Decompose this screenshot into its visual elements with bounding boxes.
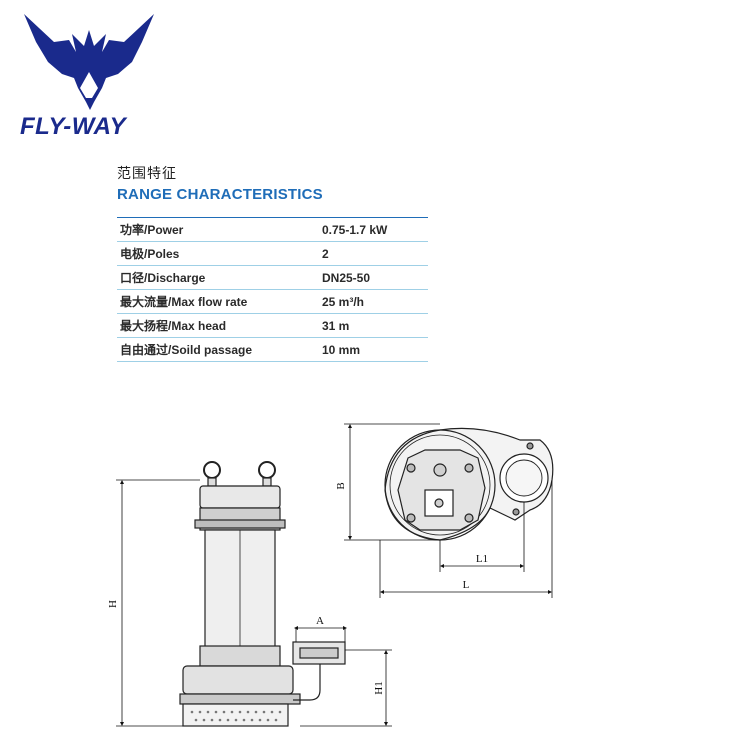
section-title-en: RANGE CHARACTERISTICS <box>117 186 323 203</box>
dim-label-b: B <box>335 482 347 489</box>
spec-label: 最大流量/Max flow rate <box>120 295 248 309</box>
spec-value: 2 <box>322 246 329 261</box>
spec-table: 功率/Power 0.75-1.7 kW 电极/Poles 2 口径/Disch… <box>117 217 428 362</box>
spec-row: 最大扬程/Max head 31 m <box>117 314 428 338</box>
dim-label-h1: H1 <box>373 681 385 694</box>
logo-wordmark: FLY-WAY <box>20 113 128 137</box>
spec-value: 25 m³/h <box>322 294 365 309</box>
spec-label: 最大扬程/Max head <box>120 319 227 333</box>
spec-row: 功率/Power 0.75-1.7 kW <box>117 218 428 242</box>
spec-row: 电极/Poles 2 <box>117 242 428 266</box>
spec-value: DN25-50 <box>322 270 371 285</box>
spec-label: 功率/Power <box>120 223 184 237</box>
dim-label-h: H <box>107 600 119 608</box>
fly-way-logo: FLY-WAY <box>20 14 154 137</box>
dim-label-l: L <box>463 579 470 591</box>
spec-value: 31 m <box>322 318 350 333</box>
spec-label: 口径/Discharge <box>120 271 206 285</box>
dim-label-a: A <box>316 615 324 627</box>
spec-table-top-rule <box>117 217 428 218</box>
spec-label: 自由通过/Soild passage <box>120 343 253 357</box>
spec-row: 自由通过/Soild passage 10 mm <box>117 338 428 362</box>
spec-label: 电极/Poles <box>120 247 180 261</box>
top-view-dimensions <box>344 423 553 598</box>
dim-label-l1: L1 <box>476 553 488 565</box>
spec-value: 0.75-1.7 kW <box>322 222 388 237</box>
side-view-dimensions <box>116 479 392 727</box>
pump-side-view <box>179 461 346 727</box>
spec-value: 10 mm <box>322 342 361 357</box>
spec-row: 口径/Discharge DN25-50 <box>117 266 428 290</box>
pump-top-view <box>384 427 554 541</box>
section-title-cn: 范围特征 <box>117 165 177 181</box>
pump-dimension-drawing: H A H1 B L1 L <box>107 423 554 727</box>
spec-row: 最大流量/Max flow rate 25 m³/h <box>117 290 428 314</box>
eagle-icon <box>24 14 154 110</box>
